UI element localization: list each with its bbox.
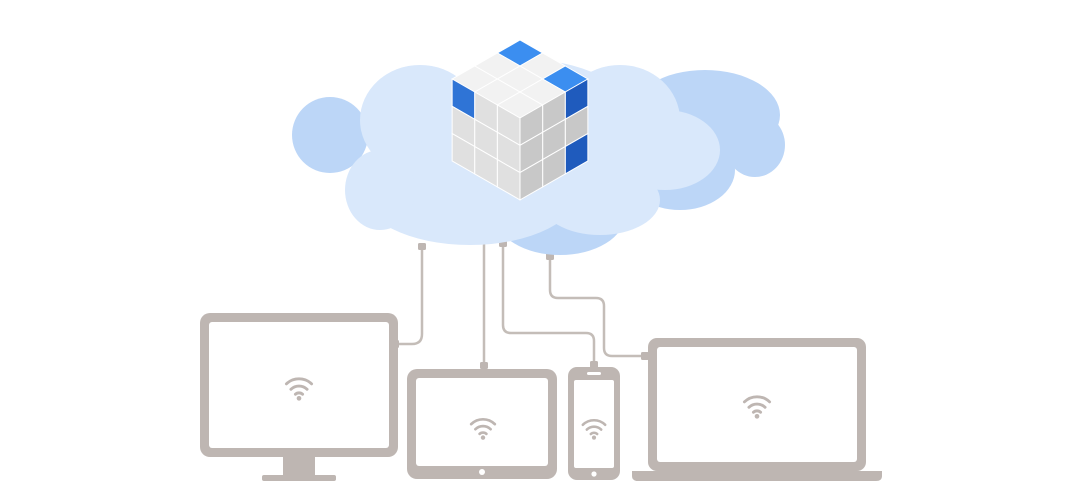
connector-monitor [397,246,424,346]
connector-laptop [548,256,650,358]
connector-lines [392,237,650,369]
smartphone [568,367,620,480]
plug-cap [590,361,598,368]
laptop [632,338,882,481]
phone-home-button [591,471,597,477]
plug-cap [546,253,554,260]
devices [200,313,882,481]
monitor-base [262,475,336,481]
monitor-neck [283,457,315,477]
phone-screen [574,380,614,468]
desktop-monitor [200,313,398,481]
cube-icon [451,39,589,201]
tablet-home-button [479,469,485,475]
laptop-base [632,471,882,481]
connector-phone [501,243,596,365]
plug-cap [418,243,426,250]
plug-cap [480,362,488,369]
cube-block-right [519,158,544,201]
plug-cap [641,352,649,360]
tablet-screen [416,378,548,466]
phone-speaker [587,372,601,375]
tablet [407,369,557,479]
